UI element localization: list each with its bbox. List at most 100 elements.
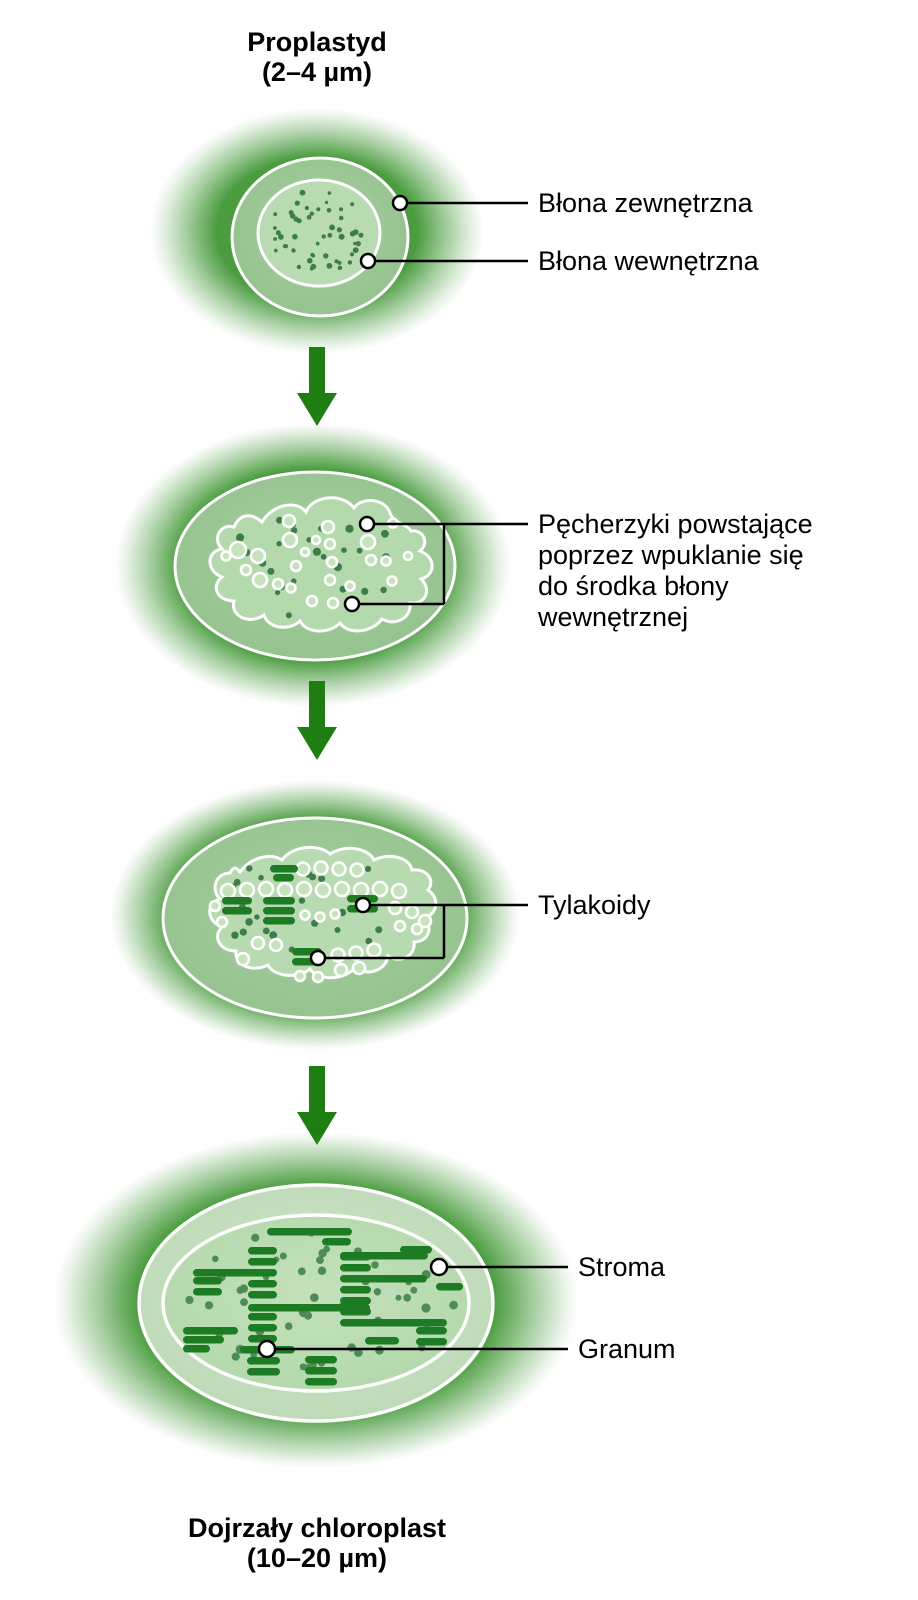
- dot: [320, 553, 327, 560]
- leader-dot-icon: [343, 595, 361, 613]
- thylakoid-bar: [340, 1286, 371, 1294]
- dot: [273, 237, 277, 241]
- dot: [276, 516, 283, 524]
- vesicle: [295, 880, 313, 898]
- arrow-down-icon: [297, 1066, 337, 1145]
- vesicle: [271, 577, 285, 591]
- thylakoid-bar: [183, 1327, 238, 1335]
- dot: [185, 1295, 194, 1305]
- thylakoid-bar: [248, 1291, 277, 1299]
- dot: [326, 208, 332, 213]
- thylakoid-bar: [193, 1269, 277, 1277]
- label-granum: Granum: [578, 1334, 676, 1364]
- vesicle: [333, 880, 351, 898]
- dot: [246, 865, 253, 872]
- vesicle: [281, 513, 297, 529]
- dot: [361, 587, 369, 596]
- dot: [410, 1286, 418, 1294]
- vesicle: [208, 899, 222, 913]
- dot: [245, 918, 253, 926]
- dot: [298, 897, 306, 904]
- dot: [352, 247, 359, 254]
- vesicle: [380, 555, 392, 567]
- vesicle: [220, 550, 232, 562]
- stage3-thylakoid-stage: [110, 780, 528, 1050]
- vesicle: [320, 519, 336, 535]
- label-stroma: Stroma: [578, 1252, 666, 1282]
- label-vesicles-line4: wewnętrznej: [538, 602, 689, 632]
- vesicle: [329, 908, 341, 920]
- thylakoid-bar: [270, 865, 298, 873]
- dot: [285, 612, 292, 619]
- vesicle: [371, 880, 389, 898]
- dot: [327, 232, 333, 238]
- dot: [276, 541, 282, 547]
- bottom-title: Dojrzały chloroplast (10–20 µm): [137, 1513, 497, 1573]
- dot: [236, 1286, 244, 1294]
- thylakoid-bar: [305, 1367, 337, 1375]
- label-vesicles: Pęcherzyki powstające poprzez wpuklanie …: [538, 509, 813, 633]
- thylakoid-bar: [183, 1345, 210, 1353]
- dot: [309, 211, 314, 216]
- dot: [231, 1352, 240, 1361]
- thylakoid-bar: [340, 1319, 447, 1327]
- dot: [291, 248, 296, 253]
- vesicle: [366, 942, 382, 958]
- thylakoid-bar: [416, 1338, 447, 1346]
- dot: [299, 189, 306, 196]
- vesicle: [295, 861, 311, 877]
- dot: [303, 1311, 313, 1320]
- vesicle: [331, 861, 347, 877]
- dot: [293, 216, 299, 222]
- vesicle: [325, 555, 339, 569]
- stage1-proplastid: [150, 108, 528, 354]
- dot: [306, 214, 312, 220]
- stage4-grana-bars: [183, 1228, 463, 1386]
- dot: [309, 266, 314, 271]
- vesicle: [359, 533, 377, 551]
- thylakoid-bar: [400, 1246, 432, 1254]
- leader-dot-icon: [309, 949, 327, 967]
- dot: [327, 191, 332, 195]
- dot: [347, 1343, 356, 1352]
- vesicle: [310, 534, 322, 546]
- leader-dot-icon: [391, 194, 409, 212]
- thylakoid-bar: [267, 1228, 352, 1236]
- stage2-leader-lines: [352, 522, 528, 606]
- thylakoid-bar: [340, 1264, 371, 1272]
- stage1-dots: [273, 189, 364, 271]
- thylakoid-bar: [248, 1247, 277, 1255]
- vesicle: [250, 935, 266, 951]
- dot: [356, 547, 363, 554]
- vesicle: [330, 947, 346, 963]
- dot: [262, 927, 270, 935]
- thylakoid-bar: [365, 1337, 399, 1345]
- vesicle: [289, 559, 303, 573]
- dot: [323, 253, 329, 259]
- dot: [365, 865, 372, 873]
- label-inner-membrane: Błona wewnętrzna: [538, 246, 759, 276]
- dot: [329, 224, 335, 231]
- dot: [275, 589, 281, 596]
- dot: [310, 1293, 319, 1302]
- dot: [336, 227, 342, 233]
- dot: [273, 248, 278, 253]
- stage1-inner-membrane: [256, 178, 382, 288]
- dot: [240, 1298, 248, 1306]
- leader-dot-icon: [354, 896, 372, 914]
- arrow-down-icon: [297, 681, 337, 760]
- thylakoid-bar: [222, 907, 252, 915]
- dot: [297, 1267, 306, 1276]
- dot: [304, 205, 309, 211]
- thylakoid-bar: [305, 1378, 337, 1386]
- thylakoid-bar: [322, 1238, 351, 1246]
- vesicle: [313, 860, 329, 876]
- dot: [403, 1293, 412, 1302]
- dot: [347, 260, 353, 265]
- dot: [231, 931, 239, 939]
- vesicle: [410, 922, 424, 936]
- dot: [380, 586, 387, 594]
- vesicle: [352, 881, 370, 899]
- leader-dot-icon: [257, 1339, 277, 1359]
- top-title-size: (2–4 µm): [261, 57, 373, 87]
